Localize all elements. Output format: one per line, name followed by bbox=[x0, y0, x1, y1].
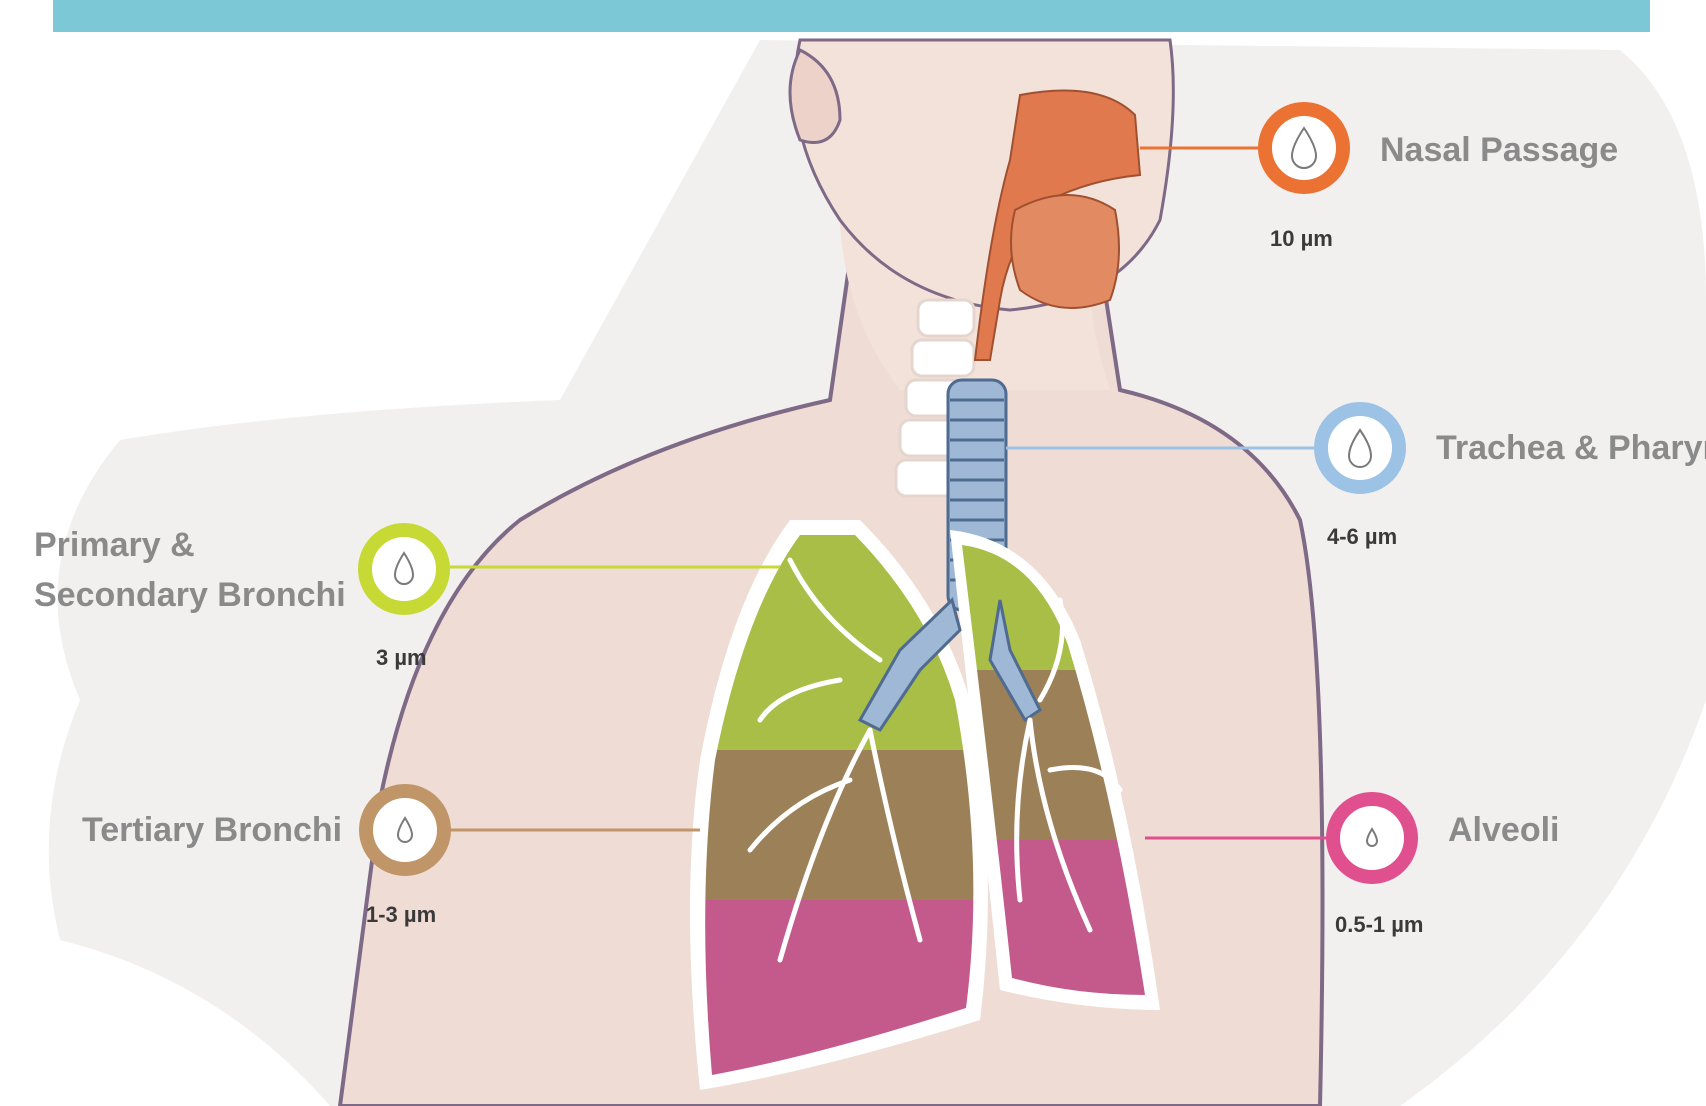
marker-primary bbox=[365, 530, 443, 608]
label-tertiary-bronchi: Tertiary Bronchi bbox=[82, 806, 342, 854]
oral-cavity bbox=[1011, 195, 1119, 308]
size-primary-bronchi: 3 µm bbox=[376, 645, 427, 671]
marker-trachea bbox=[1321, 409, 1399, 487]
size-trachea-pharynx: 4-6 µm bbox=[1327, 524, 1397, 550]
label-primary-bronchi-line2: Secondary Bronchi bbox=[34, 570, 346, 620]
size-nasal-passage: 10 µm bbox=[1270, 226, 1333, 252]
label-nasal-passage: Nasal Passage bbox=[1380, 126, 1618, 174]
size-tertiary-bronchi: 1-3 µm bbox=[366, 902, 436, 928]
label-primary-bronchi-line1: Primary & bbox=[34, 520, 195, 570]
size-alveoli: 0.5-1 µm bbox=[1335, 912, 1424, 938]
label-alveoli: Alveoli bbox=[1448, 806, 1559, 854]
marker-alveoli bbox=[1333, 799, 1411, 877]
marker-tertiary bbox=[366, 791, 444, 869]
marker-nasal bbox=[1265, 109, 1343, 187]
label-trachea-pharynx: Trachea & Pharynx bbox=[1436, 424, 1706, 472]
